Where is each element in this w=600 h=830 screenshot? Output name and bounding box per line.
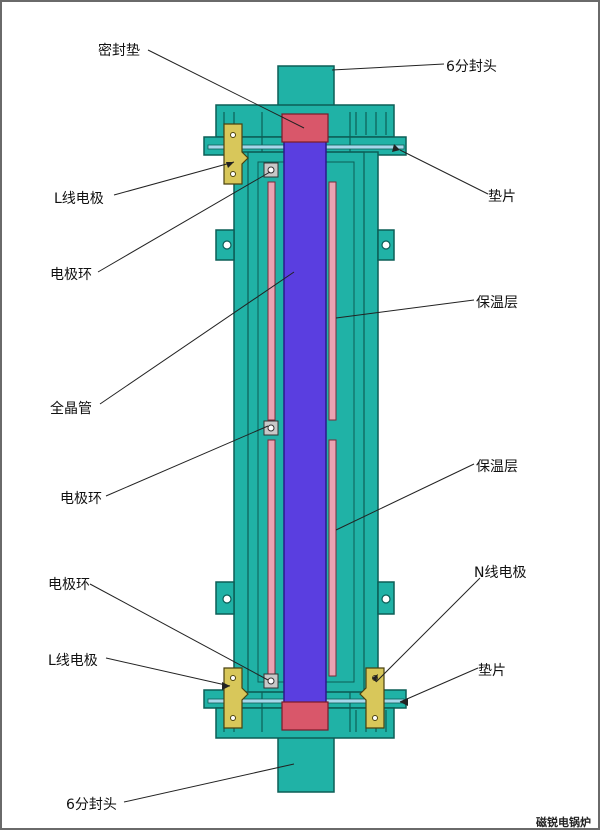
mount-holes xyxy=(222,240,391,604)
electrodes xyxy=(223,123,385,729)
leader-ring-mid xyxy=(105,425,269,497)
insulation-right-upper xyxy=(328,181,337,421)
label-gasket-seal: 密封垫 xyxy=(98,43,140,59)
label-top-cap: 6分封头 xyxy=(446,59,497,75)
leader-top-cap xyxy=(331,63,445,71)
leader-bottom-cap xyxy=(123,763,295,803)
leader-insulation-bottom xyxy=(335,463,475,531)
label-insulation-bottom: 保温层 xyxy=(476,459,518,475)
label-insulation-top: 保温层 xyxy=(476,295,518,311)
crystal-tube xyxy=(283,117,327,713)
leader-lines xyxy=(89,49,489,803)
gasket-seal-bottom xyxy=(281,701,329,731)
bottom-pipe xyxy=(277,729,335,793)
mount-hole xyxy=(381,594,391,604)
label-washer-top: 垫片 xyxy=(488,189,516,205)
leader-n-electrode xyxy=(375,577,481,683)
leader-ring-top xyxy=(97,171,271,273)
leader-washer-top xyxy=(399,149,489,195)
label-n-electrode: N线电极 xyxy=(474,565,527,581)
watermark: 磁锐电锅炉 xyxy=(536,816,591,829)
insulation-left-upper xyxy=(267,181,276,421)
l-electrode-top xyxy=(223,123,249,185)
label-electrode-ring-top: 电极环 xyxy=(50,267,92,283)
leader-washer-bottom xyxy=(399,667,479,703)
leader-gasket xyxy=(147,49,305,129)
leader-l-electrode-top xyxy=(113,161,235,196)
label-electrode-ring-bottom: 电极环 xyxy=(48,577,90,593)
label-electrode-ring-mid: 电极环 xyxy=(60,491,102,507)
insulation-right-lower xyxy=(328,439,337,677)
l-electrode-bottom xyxy=(223,667,249,729)
leader-arrows xyxy=(222,144,408,706)
label-crystal-tube: 全晶管 xyxy=(50,401,92,417)
label-l-electrode-bottom: L线电极 xyxy=(48,653,98,669)
electrode-rings xyxy=(263,162,279,689)
label-bottom-cap: 6分封头 xyxy=(66,797,117,813)
leader-ring-bottom xyxy=(89,583,269,681)
label-washer-bottom: 垫片 xyxy=(478,663,506,679)
mount-hole xyxy=(222,594,232,604)
leader-crystal-tube xyxy=(99,271,295,405)
insulation-left-lower xyxy=(267,439,276,677)
gasket-seal-top xyxy=(281,113,329,143)
mount-hole xyxy=(222,240,232,250)
leader-l-electrode-bottom xyxy=(105,657,231,687)
n-electrode xyxy=(359,667,385,729)
label-l-electrode-top: L线电极 xyxy=(54,191,104,207)
mount-hole xyxy=(381,240,391,250)
leader-insulation-top xyxy=(335,299,475,319)
